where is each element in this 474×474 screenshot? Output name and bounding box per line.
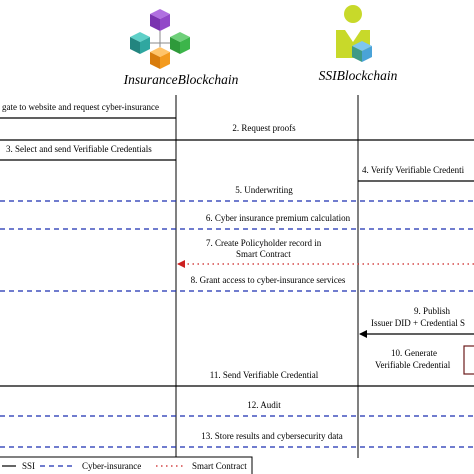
actor-insurance-name: InsuranceBlockchain <box>123 72 239 87</box>
message-10: 10. Generate Verifiable Credential <box>375 345 474 375</box>
blockchain-cubes-icon <box>130 9 190 69</box>
message-2: 2. Request proofs <box>0 123 474 141</box>
legend-ssi-label: SSI <box>22 461 35 471</box>
message-11-label: 11. Send Verifiable Credential <box>210 370 319 380</box>
message-4-label: 4. Verify Verifiable Credenti <box>362 165 465 175</box>
legend: SSI Cyber-insurance Smart Contract <box>0 456 253 474</box>
message-3-label: 3. Select and send Verifiable Credential… <box>6 144 152 154</box>
message-4: 4. Verify Verifiable Credenti <box>358 165 474 182</box>
message-7-label-line2: Smart Contract <box>236 249 291 259</box>
message-5: 5. Underwriting <box>0 185 474 202</box>
message-7-label-line1: 7. Create Policyholder record in <box>206 238 322 248</box>
message-13-label: 13. Store results and cybersecurity data <box>201 431 342 441</box>
message-5-label: 5. Underwriting <box>235 185 293 195</box>
message-2-label: 2. Request proofs <box>232 123 296 133</box>
generate-credential-box <box>463 345 474 375</box>
legend-smart-label: Smart Contract <box>192 461 247 471</box>
message-3: 3. Select and send Verifiable Credential… <box>0 144 176 161</box>
message-8: 8. Grant access to cyber-insurance servi… <box>0 275 474 292</box>
legend-cyber-label: Cyber-insurance <box>82 461 141 471</box>
message-13: 13. Store results and cybersecurity data <box>0 431 474 448</box>
message-9-label-line1: 9. Publish <box>414 306 451 316</box>
message-10-label-line1: 10. Generate <box>391 348 437 358</box>
message-12: 12. Audit <box>0 400 474 417</box>
message-9-label-line2: Issuer DID + Credential S <box>371 318 465 328</box>
ssi-identity-icon <box>336 5 372 62</box>
actor-ssi-name: SSIBlockchain <box>319 68 398 83</box>
message-10-label-line2: Verifiable Credential <box>375 360 451 370</box>
message-1-label: gate to website and request cyber-insura… <box>2 102 159 112</box>
message-12-label: 12. Audit <box>247 400 281 410</box>
message-1: gate to website and request cyber-insura… <box>0 102 176 119</box>
message-9: 9. Publish Issuer DID + Credential S <box>359 306 474 338</box>
message-6-label: 6. Cyber insurance premium calculation <box>206 213 351 223</box>
message-11: 11. Send Verifiable Credential <box>0 370 474 387</box>
message-8-label: 8. Grant access to cyber-insurance servi… <box>191 275 346 285</box>
message-6: 6. Cyber insurance premium calculation <box>0 213 474 230</box>
message-7: 7. Create Policyholder record in Smart C… <box>177 238 474 268</box>
